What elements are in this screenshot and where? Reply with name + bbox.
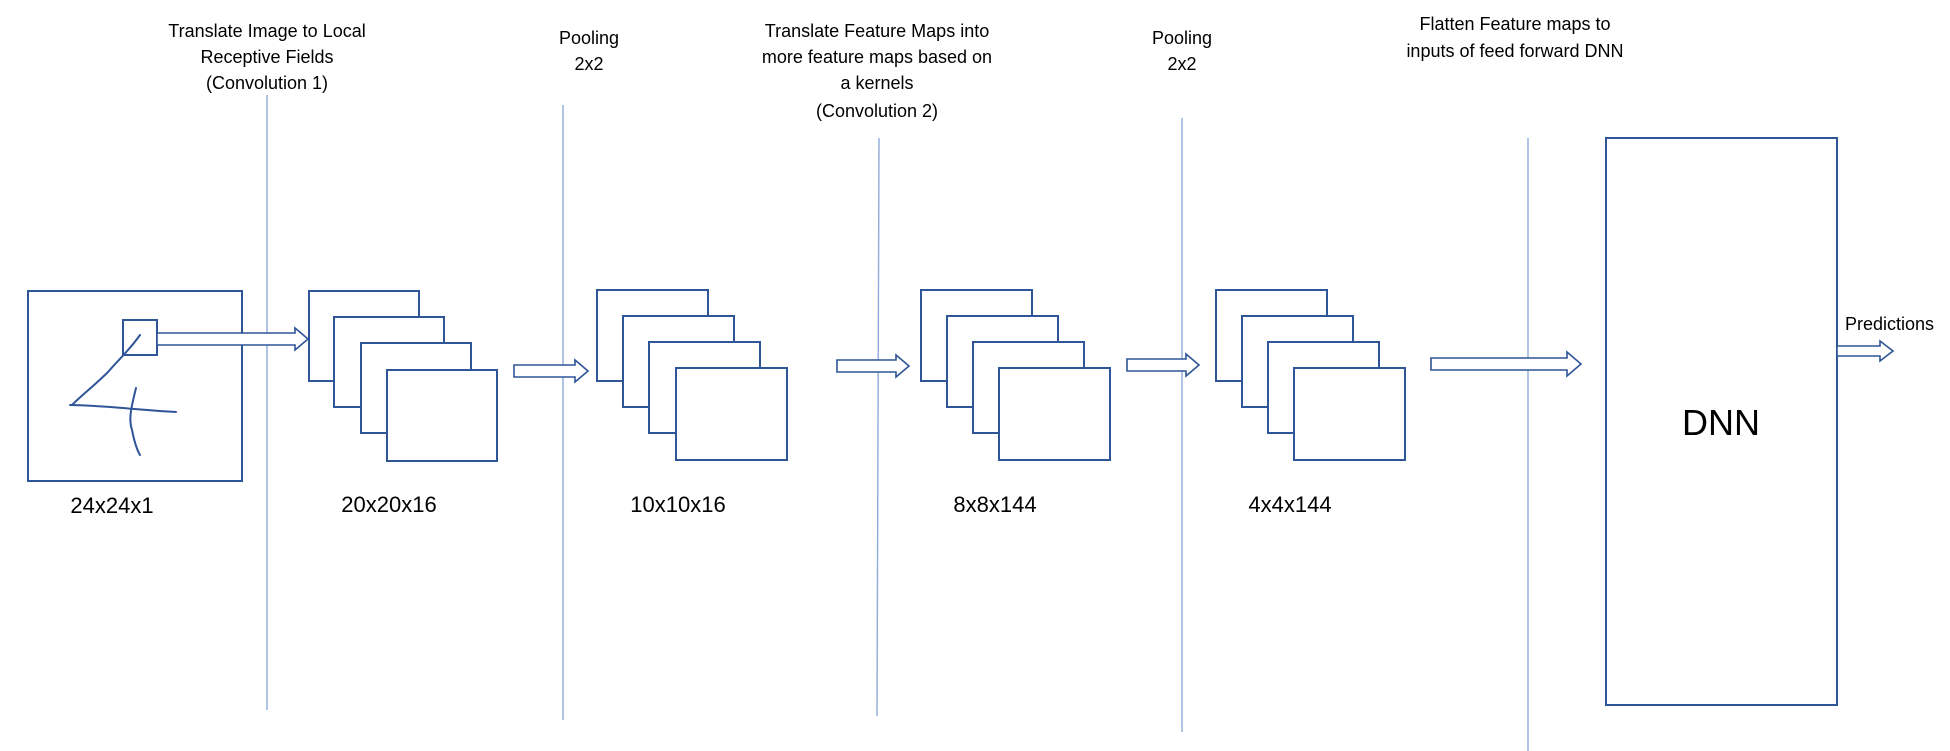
stage-label-line: Translate Feature Maps into <box>765 21 989 41</box>
stage-label-conv2: Translate Feature Maps into more feature… <box>762 21 992 121</box>
stage-label-line: more feature maps based on <box>762 47 992 67</box>
feature-map-stack-conv2 <box>920 289 1111 461</box>
handwritten-digit-four <box>69 334 177 413</box>
stage-label-line: inputs of feed forward DNN <box>1406 41 1623 61</box>
arrow-dnn-to-predictions <box>1836 339 1895 363</box>
arrow-conv2-to-pool2 <box>1126 352 1201 378</box>
feature-map <box>386 369 498 462</box>
stage-label-pool2: Pooling 2x2 <box>1152 28 1212 74</box>
stage-label-line: 2x2 <box>1167 54 1196 74</box>
feature-map-stack-pool2 <box>1215 289 1406 461</box>
input-image <box>27 290 243 482</box>
arrow-receptive-field-to-conv1 <box>156 326 310 352</box>
dimension-label-conv1: 20x20x16 <box>341 492 436 517</box>
stage-label-flatten: Flatten Feature maps to inputs of feed f… <box>1406 14 1623 61</box>
dnn-block: DNN <box>1605 137 1838 706</box>
stage-label-line: Pooling <box>1152 28 1212 48</box>
dnn-label: DNN <box>1682 402 1760 443</box>
stage-label-line: a kernels <box>840 73 913 93</box>
stage-label-line: Flatten Feature maps to <box>1419 14 1610 34</box>
stage-label-pool1: Pooling 2x2 <box>559 28 619 74</box>
stage-label-line: (Convolution 2) <box>816 101 938 121</box>
feature-map <box>998 367 1111 461</box>
arrow-pool2-to-dnn <box>1430 350 1583 378</box>
stage-label-conv1: Translate Image to Local Receptive Field… <box>168 21 365 93</box>
dimension-label-input: 24x24x1 <box>70 493 153 518</box>
feature-map-stack-pool1 <box>596 289 788 461</box>
feature-map-stack-conv1 <box>308 290 498 462</box>
dnn-box <box>1605 137 1838 706</box>
predictions-label: Predictions <box>1845 314 1934 334</box>
feature-map <box>675 367 788 461</box>
stage-label-line: Receptive Fields <box>200 47 333 67</box>
arrow-conv1-to-pool1 <box>513 358 590 384</box>
stage-label-line: (Convolution 1) <box>206 73 328 93</box>
dimension-label-pool1: 10x10x16 <box>630 492 725 517</box>
dimension-label-pool2: 4x4x144 <box>1248 492 1331 517</box>
stage-label-line: Pooling <box>559 28 619 48</box>
stage-label-line: 2x2 <box>574 54 603 74</box>
handwritten-digit-stroke <box>129 387 141 456</box>
feature-map <box>1293 367 1406 461</box>
arrow-pool1-to-conv2 <box>836 353 911 379</box>
separator-conv2 <box>876 137 880 717</box>
dimension-label-conv2: 8x8x144 <box>953 492 1036 517</box>
stage-label-line: Translate Image to Local <box>168 21 365 41</box>
